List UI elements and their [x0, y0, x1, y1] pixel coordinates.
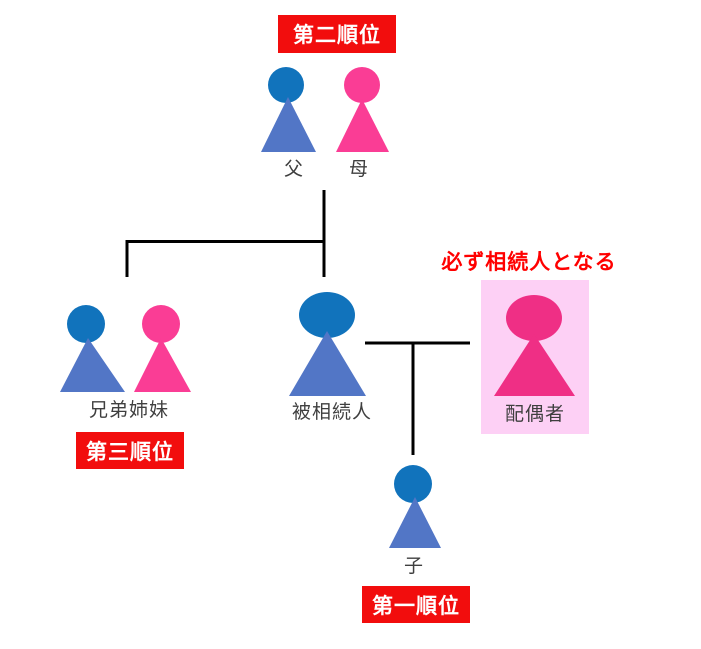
- father-label: 父: [283, 159, 305, 180]
- sibling-female-person-icon: [134, 305, 191, 392]
- child-person-icon: [389, 465, 441, 548]
- mother-label: 母: [348, 159, 370, 180]
- decedent-label: 被相続人: [291, 402, 373, 423]
- spouse-label: 配偶者: [504, 404, 566, 425]
- mother-person-icon: [336, 67, 389, 152]
- sibling-male-body: [60, 338, 125, 392]
- child-head: [394, 465, 432, 503]
- sibling-male-head: [67, 305, 105, 343]
- sibling-female-head: [142, 305, 180, 343]
- father-person-icon: [261, 67, 316, 152]
- rank-second-badge: 第二順位: [278, 15, 396, 53]
- spouse-person-icon: [494, 295, 575, 396]
- rank-first-badge: 第一順位: [362, 586, 470, 623]
- sibling-female-body: [134, 338, 191, 392]
- connector-lines: [125, 190, 470, 455]
- child-label: 子: [403, 556, 425, 577]
- spouse-head: [506, 295, 562, 341]
- child-body: [389, 497, 441, 548]
- mother-head: [344, 67, 380, 103]
- siblings-label: 兄弟姉妹: [88, 400, 170, 421]
- marriage-and-child-line: [365, 341, 470, 455]
- spouse-annotation: 必ず相続人となる: [441, 251, 617, 274]
- decedent-person-icon: [289, 292, 366, 396]
- father-body: [261, 97, 316, 152]
- parents-branch-line: [125, 190, 326, 277]
- decedent-head: [299, 292, 355, 338]
- father-head: [268, 67, 304, 103]
- rank-third-badge: 第三順位: [76, 432, 184, 469]
- mother-body: [336, 99, 389, 152]
- spouse-body: [494, 334, 575, 396]
- sibling-male-person-icon: [60, 305, 125, 392]
- decedent-body: [289, 331, 366, 396]
